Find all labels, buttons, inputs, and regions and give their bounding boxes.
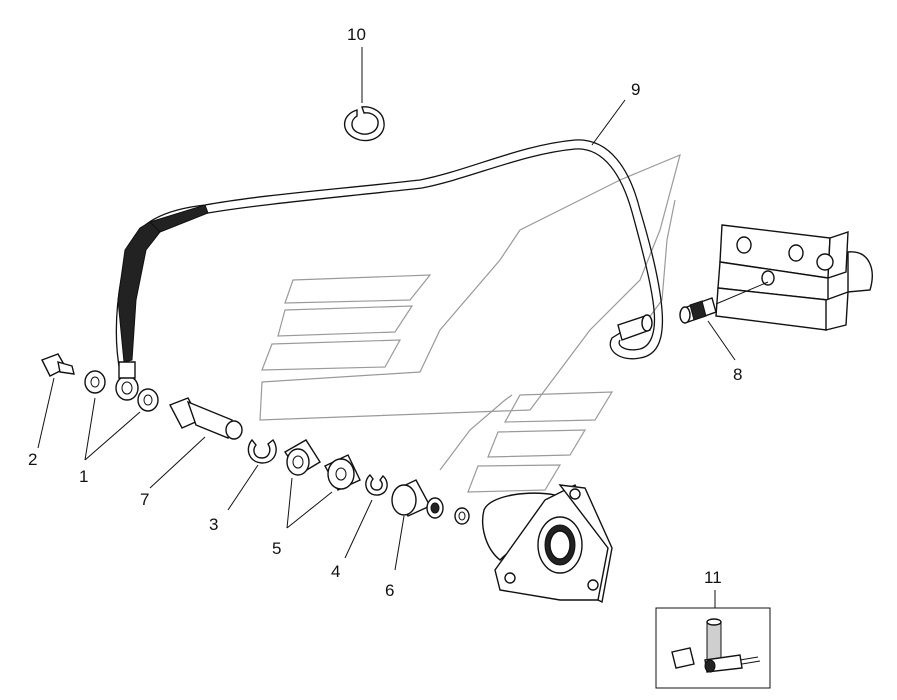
adaptor-part-7	[149, 397, 243, 489]
callout-1: 1	[79, 467, 88, 486]
callout-6: 6	[385, 581, 394, 600]
snap-ring-part-3	[227, 438, 277, 511]
hydraulic-hose	[115, 139, 664, 401]
callout-2: 2	[28, 450, 37, 469]
valve-block	[715, 224, 873, 331]
callout-5: 5	[272, 539, 281, 558]
callout-7: 7	[140, 490, 149, 509]
watermark-logo	[259, 153, 681, 493]
callout-8: 8	[733, 365, 742, 384]
retaining-clip-part-4	[344, 473, 388, 559]
cylinder-housing	[482, 484, 613, 604]
circlip-part-10	[343, 47, 385, 142]
bolt-part-2	[37, 353, 75, 449]
leader-line-9	[591, 99, 626, 146]
bushings-part-5	[283, 439, 361, 529]
piston-part-6	[391, 479, 470, 571]
callout-11: 11	[704, 568, 722, 587]
seal-kit-part-11	[655, 590, 771, 689]
callout-9: 9	[631, 80, 640, 99]
sealing-washers-part-1	[84, 370, 159, 461]
pressure-fitting-part-8	[679, 281, 769, 361]
callout-4: 4	[331, 562, 340, 581]
callout-3: 3	[209, 515, 218, 534]
callout-10: 10	[347, 25, 366, 44]
